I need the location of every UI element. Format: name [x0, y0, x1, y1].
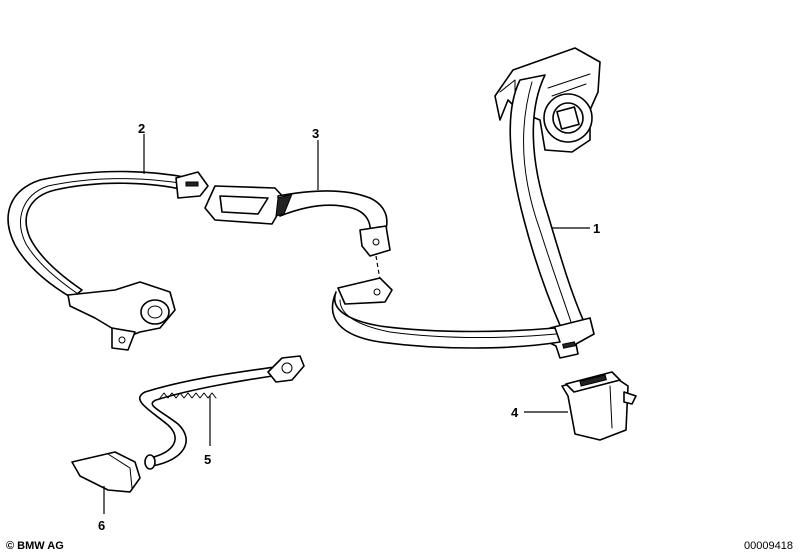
callout-2: 2 — [138, 121, 145, 136]
part-4-buckle-receiver[interactable] — [561, 371, 637, 441]
part-6-cover-cap[interactable] — [71, 451, 141, 493]
copyright-notice: © BMW AG — [6, 540, 64, 552]
callout-1: 1 — [593, 221, 600, 236]
part-3-lap-belt[interactable] — [204, 185, 561, 349]
part-1-inertia-reel-belt[interactable] — [494, 47, 601, 359]
part-5-anchor-rod[interactable] — [138, 355, 305, 470]
callout-6: 6 — [98, 518, 105, 533]
part-2-left-belt[interactable] — [7, 170, 209, 351]
callout-5: 5 — [204, 452, 211, 467]
drawing-number: 00009418 — [744, 540, 793, 552]
callout-4: 4 — [511, 405, 519, 420]
callout-3: 3 — [312, 126, 319, 141]
